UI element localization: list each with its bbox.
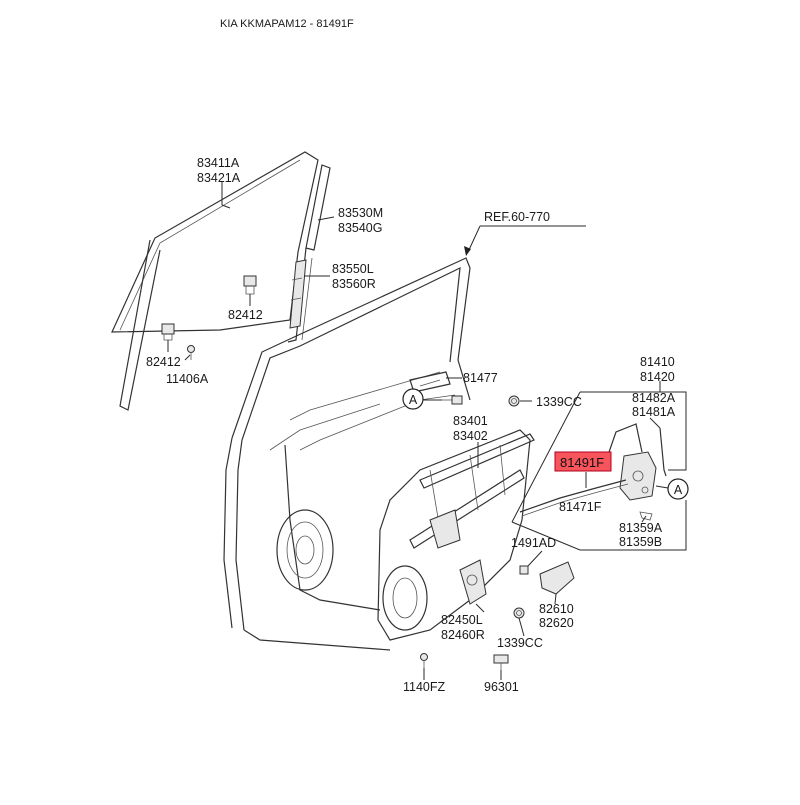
bolt-1140fz — [420, 653, 428, 668]
door-inner-panel — [377, 429, 531, 641]
svg-text:A: A — [409, 393, 418, 407]
callout-a-left: A — [402, 388, 442, 410]
door-frame — [223, 257, 471, 651]
label-81359a: 81359A — [619, 521, 663, 535]
bolt-1339cc-bottom — [513, 607, 525, 619]
label-83421a: 83421A — [197, 171, 241, 185]
label-96301: 96301 — [484, 680, 519, 694]
screw-11406a — [187, 345, 195, 360]
svg-text:A: A — [674, 483, 683, 497]
latch-assembly-box — [511, 391, 687, 551]
door-latch — [619, 451, 657, 501]
label-82620: 82620 — [539, 616, 574, 630]
clip-82412-left — [161, 323, 175, 341]
window-glass — [111, 151, 319, 411]
label-1339cc-top: 1339CC — [536, 395, 582, 409]
label-82412-top: 82412 — [228, 308, 263, 322]
label-83411a: 83411A — [197, 156, 240, 170]
label-83401: 83401 — [453, 414, 488, 428]
label-81471f: 81471F — [559, 500, 602, 514]
outside-handle-bracket — [409, 371, 451, 393]
label-83560r: 83560R — [332, 277, 376, 291]
label-81359b: 81359B — [619, 535, 662, 549]
highlight-box — [554, 451, 612, 472]
label-82450l: 82450L — [441, 613, 483, 627]
ref-label: REF.60-770 — [464, 210, 586, 256]
label-81420: 81420 — [640, 370, 675, 384]
label-81482a: 81482A — [632, 391, 676, 405]
bracket-82610 — [539, 561, 575, 595]
label-83540g: 83540G — [338, 221, 382, 235]
bolt-1339cc-top — [508, 395, 520, 407]
screw-1491ad — [519, 565, 529, 575]
label-81477: 81477 — [463, 371, 498, 385]
clip-82412-top — [243, 275, 257, 295]
label-83402: 83402 — [453, 429, 488, 443]
label-83550l: 83550L — [332, 262, 374, 276]
highlighted-part-81491f[interactable]: 81491F — [554, 451, 612, 472]
bolt-81477 — [442, 395, 463, 405]
diagram-title: KIA KKMAPAM12 - 81491F — [220, 18, 354, 30]
leader-lines — [167, 182, 661, 680]
label-82460r: 82460R — [441, 628, 485, 642]
speaker-96301 — [493, 654, 509, 670]
inside-handle — [459, 559, 487, 605]
clip-81359 — [639, 511, 653, 521]
callout-a-right: A — [655, 478, 689, 500]
cable-81471f — [519, 479, 629, 517]
label-82610: 82610 — [539, 602, 574, 616]
part-labels: 83411A 83421A 83530M 83540G 83550L 83560… — [146, 156, 676, 694]
label-81410: 81410 — [640, 355, 675, 369]
latch-rods — [607, 423, 667, 477]
label-1140fz: 1140FZ — [403, 680, 446, 694]
svg-text:REF.60-770: REF.60-770 — [484, 210, 550, 224]
label-81491f: 81491F — [560, 455, 604, 470]
label-1339cc-bottom: 1339CC — [497, 636, 543, 650]
rear-channel — [289, 259, 307, 329]
label-83530m: 83530M — [338, 206, 383, 220]
label-81481a: 81481A — [632, 405, 676, 419]
window-regulator — [409, 433, 535, 549]
label-82412-left: 82412 — [146, 355, 181, 369]
label-11406a: 11406A — [166, 372, 209, 386]
label-1491ad: 1491AD — [511, 536, 556, 550]
